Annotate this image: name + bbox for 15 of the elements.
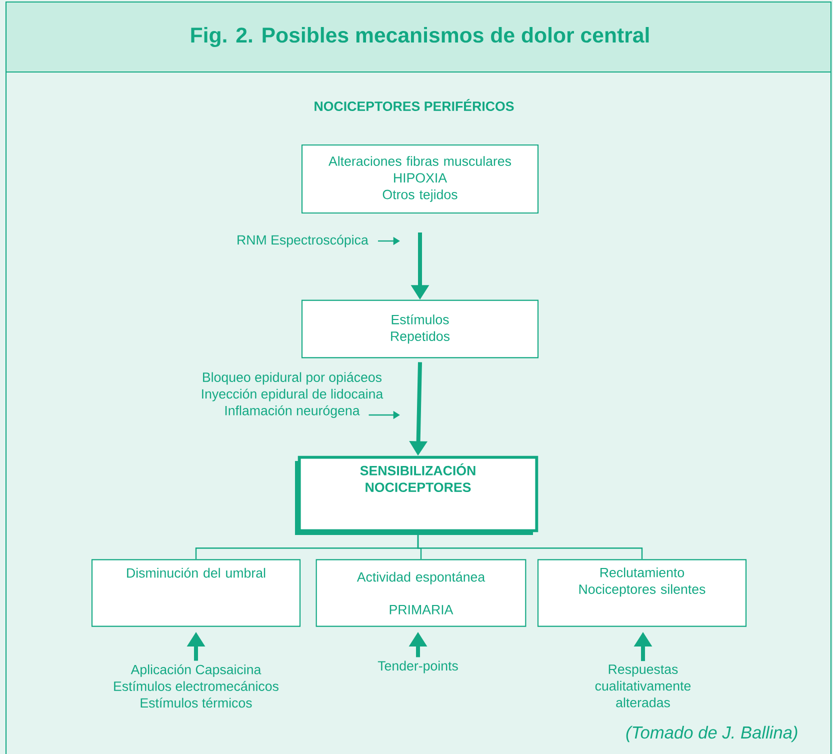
process-box: Alteraciones fibras musculares HIPOXIA Otros tejidos [301, 144, 539, 214]
caption: (Tomado de J. Ballina) [626, 726, 798, 742]
annotation-text: Aplicación Capsaicina Estímulos electromecánicos Estímulos térmicos [114, 664, 278, 708]
annotation-text: Tender-points [378, 660, 458, 674]
process-box: Actividad espontánea PRIMARIA [316, 559, 526, 627]
annotation-text: Bloqueo epidural por opiáceos Inyección epidural de lidocaina Inflamación neurógena [202, 372, 384, 418]
annotation-text: RNM Espectroscópica [238, 234, 368, 248]
title: Fig. 2. Posibles mecanismos de dolor central [191, 27, 649, 47]
section-heading: NOCICEPTORES PERIFÉRICOS [314, 99, 514, 111]
connector-line [417, 532, 643, 560]
process-box: SENSIBILIZACIÓN NOCICEPTORES [295, 456, 538, 535]
process-box: Estímulos Repetidos [301, 300, 539, 358]
process-box: Disminución del umbral [91, 559, 301, 627]
process-box: Reclutamiento Nociceptores silentes [537, 559, 747, 627]
annotation-text: Respuestas cualitativamente alteradas [595, 664, 691, 708]
